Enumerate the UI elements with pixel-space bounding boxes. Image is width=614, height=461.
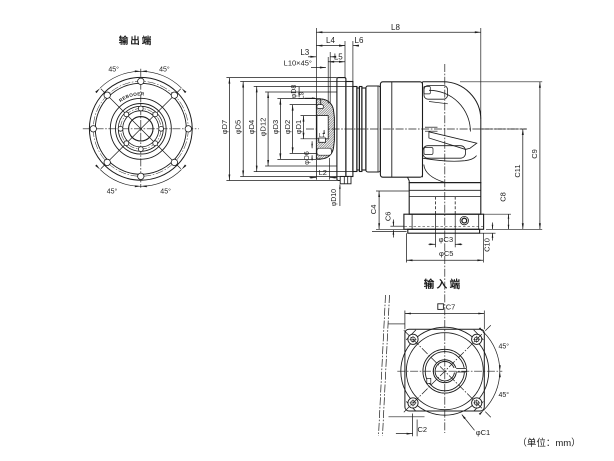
svg-text:L8: L8 [391,23,400,32]
svg-text:C9: C9 [530,149,539,159]
svg-text:φC3: φC3 [439,235,453,244]
svg-text:φD4: φD4 [247,120,256,134]
svg-text:φD3: φD3 [271,120,280,134]
svg-text:输出端: 输出端 [119,35,154,47]
svg-text:45°: 45° [499,343,510,351]
svg-text:C10: C10 [483,238,492,252]
svg-text:C11: C11 [513,164,522,177]
svg-text:φD1: φD1 [294,120,303,134]
svg-text:输入端: 输入端 [424,278,463,291]
svg-text:L10×45°: L10×45° [284,58,312,67]
svg-text:L3: L3 [300,48,309,57]
svg-text:φD7: φD7 [220,120,229,134]
svg-text:φD10: φD10 [331,189,338,206]
svg-text:C8: C8 [499,192,508,202]
svg-text:C6: C6 [383,212,392,222]
svg-text:φC1: φC1 [476,428,490,437]
svg-text:φD12: φD12 [259,118,268,137]
svg-text:φC5: φC5 [439,249,453,258]
svg-text:φD5: φD5 [234,120,243,134]
svg-text:C7: C7 [446,302,456,311]
svg-text:45°: 45° [108,66,119,74]
svg-text:C2: C2 [418,425,428,434]
svg-text:L1: L1 [319,133,325,139]
svg-text:L4: L4 [326,36,335,45]
svg-text:φD8: φD8 [291,85,298,99]
svg-text:REBOOER: REBOOER [118,91,145,103]
svg-text:45°: 45° [107,188,118,196]
svg-text:φD6: φD6 [304,151,311,165]
svg-text:L5: L5 [334,53,343,62]
svg-text:C4: C4 [369,205,378,215]
svg-text:（单位：mm）: （单位：mm） [517,437,580,449]
svg-text:45°: 45° [159,66,170,74]
svg-text:φD2: φD2 [283,120,292,134]
svg-text:L9: L9 [299,92,306,100]
svg-text:45°: 45° [499,391,510,399]
svg-text:45°: 45° [160,188,171,196]
svg-text:L6: L6 [355,36,364,45]
svg-text:L2: L2 [319,168,327,177]
